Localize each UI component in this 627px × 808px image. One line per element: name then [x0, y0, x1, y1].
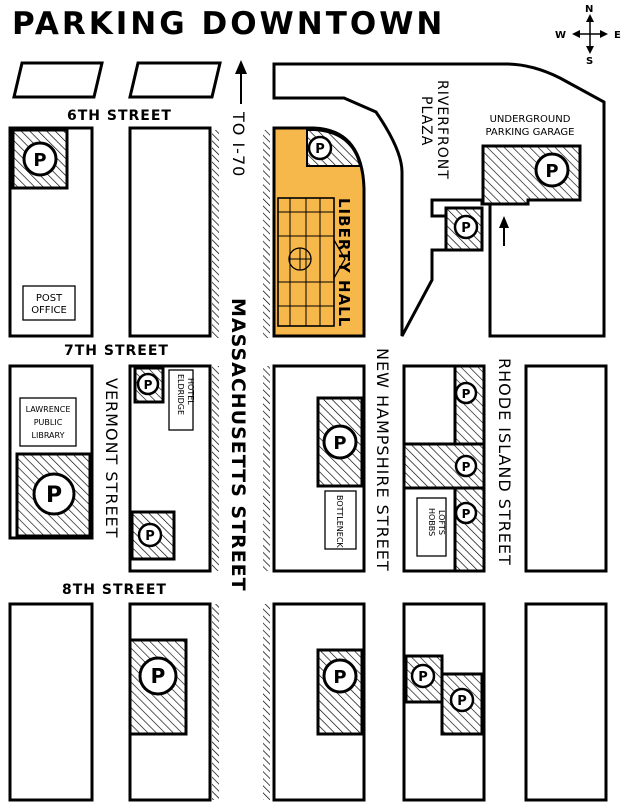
compass-east: E [614, 30, 621, 41]
vermont-street-label: VERMONT STREET [102, 378, 121, 538]
library-box [19, 397, 77, 447]
compass-rose-icon: N S W E [555, 4, 621, 67]
seventh-street-label: 7TH STREET [64, 343, 169, 359]
svg-text:P: P [457, 694, 467, 709]
new-hampshire-street-label: NEW HAMPSHIRE STREET [373, 348, 392, 572]
compass-north: N [585, 4, 593, 15]
svg-text:P: P [462, 507, 471, 521]
hobbs-box [416, 497, 447, 557]
parking-symbol-icon[interactable]: P [534, 152, 570, 188]
block-north-mass [128, 61, 222, 99]
parking-symbol-icon[interactable]: P [32, 472, 76, 516]
svg-text:P: P [333, 667, 346, 688]
hobbs-label: LOFTS [437, 510, 446, 535]
parking-symbol-icon[interactable]: P [410, 663, 436, 689]
liberty-hall-building-icon [277, 197, 346, 327]
post-office-box [22, 285, 76, 321]
curb-hatch [263, 130, 270, 338]
sixth-street-label: 6TH STREET [67, 108, 172, 124]
riverfront-plaza-label: RIVERFRONT [434, 80, 450, 180]
parking-symbol-icon[interactable]: P [454, 454, 478, 478]
block [8, 602, 94, 802]
svg-text:P: P [46, 483, 62, 508]
svg-text:P: P [545, 161, 558, 182]
parking-symbol-icon[interactable]: P [22, 141, 58, 177]
liberty-hall-label: LIBERTY HALL [335, 198, 353, 327]
curb-hatch [212, 604, 219, 800]
riverfront-plaza-block [272, 62, 606, 338]
parking-symbol-icon[interactable]: P [454, 381, 478, 405]
rhode-island-street-label: RHODE ISLAND STREET [495, 358, 514, 566]
bottleneck-label: BOTTLENECK [335, 495, 344, 548]
library-label: LAWRENCE [26, 405, 71, 414]
curb-hatch [212, 130, 219, 338]
curb-hatch [263, 604, 270, 800]
parking-symbol-icon[interactable]: P [322, 424, 358, 460]
arrow-up-icon [499, 216, 509, 246]
parking-symbol-icon[interactable]: P [138, 656, 178, 696]
eldridge-label: ELDRIDGE [176, 374, 185, 415]
block [524, 602, 608, 802]
garage-label: PARKING GARAGE [486, 127, 575, 138]
riverfront-plaza-label: PLAZA [418, 96, 434, 146]
eighth-street-label: 8TH STREET [62, 582, 167, 598]
svg-text:P: P [144, 378, 153, 392]
svg-text:P: P [33, 150, 46, 171]
arrow-up-icon [235, 60, 247, 104]
parking-symbol-icon[interactable]: P [454, 501, 478, 525]
bottleneck-box [324, 490, 357, 550]
svg-text:P: P [462, 387, 471, 401]
parking-markers: P P P P P P P P P P P P P P P [22, 135, 570, 713]
massachusetts-street-label: MASSACHUSETTS STREET [227, 298, 249, 592]
parking-symbol-icon[interactable]: P [453, 214, 479, 240]
block-east [524, 364, 608, 573]
svg-text:P: P [315, 142, 325, 157]
eldridge-box [168, 369, 194, 431]
hobbs-label: HOBBS [427, 508, 436, 536]
library-label: LIBRARY [32, 431, 65, 440]
map-title: PARKING DOWNTOWN [12, 6, 445, 42]
parking-symbol-icon[interactable]: P [307, 135, 333, 161]
compass-west: W [555, 30, 566, 41]
svg-text:P: P [461, 221, 471, 236]
parking-symbol-icon[interactable]: P [449, 687, 475, 713]
to-i70-label: TO I-70 [229, 111, 248, 177]
parking-symbol-icon[interactable]: P [137, 522, 163, 548]
library-label: PUBLIC [34, 418, 63, 427]
curb-hatch [212, 366, 219, 571]
svg-text:P: P [462, 460, 471, 474]
block-north-vermont [12, 61, 104, 99]
parking-lot [128, 638, 188, 736]
block-mass-west [128, 126, 212, 338]
svg-text:P: P [333, 433, 346, 454]
svg-text:P: P [151, 664, 166, 688]
svg-text:P: P [418, 670, 428, 685]
eldridge-label: HOTEL [186, 378, 195, 405]
svg-text:P: P [145, 529, 155, 544]
parking-symbol-icon[interactable]: P [322, 658, 358, 694]
parking-symbol-icon[interactable]: P [136, 372, 160, 396]
post-office-label: OFFICE [31, 305, 67, 316]
post-office-label: POST [36, 293, 63, 304]
compass-south: S [586, 56, 593, 67]
garage-label: UNDERGROUND [490, 114, 571, 125]
curb-hatch [263, 366, 270, 571]
